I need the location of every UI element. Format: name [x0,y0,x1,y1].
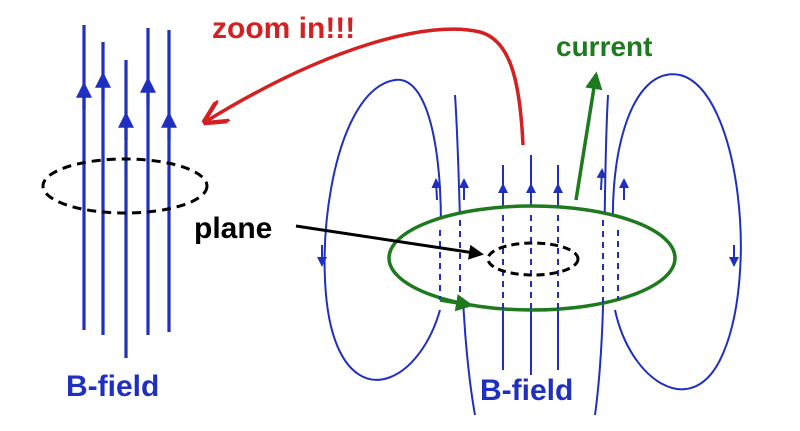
zoomed-field-lines [76,25,177,358]
plane-label: plane [194,212,272,245]
zoom-arrow [205,27,525,146]
field-direction-arrows [317,168,739,267]
field-loop-outer-left [323,78,442,381]
field-loop-outer-right [611,73,742,391]
current-label-arrow [574,71,603,201]
plane-ellipse [486,241,580,277]
zoomed-plane-ellipse [41,157,209,215]
current-label: current [556,31,652,62]
plane-label-arrow [295,224,484,260]
bfield-left-label: B-field [66,370,159,403]
bfield-right-label: B-field [480,374,573,407]
dashed-field-segments [439,215,619,310]
current-direction-arrow [439,294,474,312]
zoom-label: zoom in!!! [212,12,355,45]
